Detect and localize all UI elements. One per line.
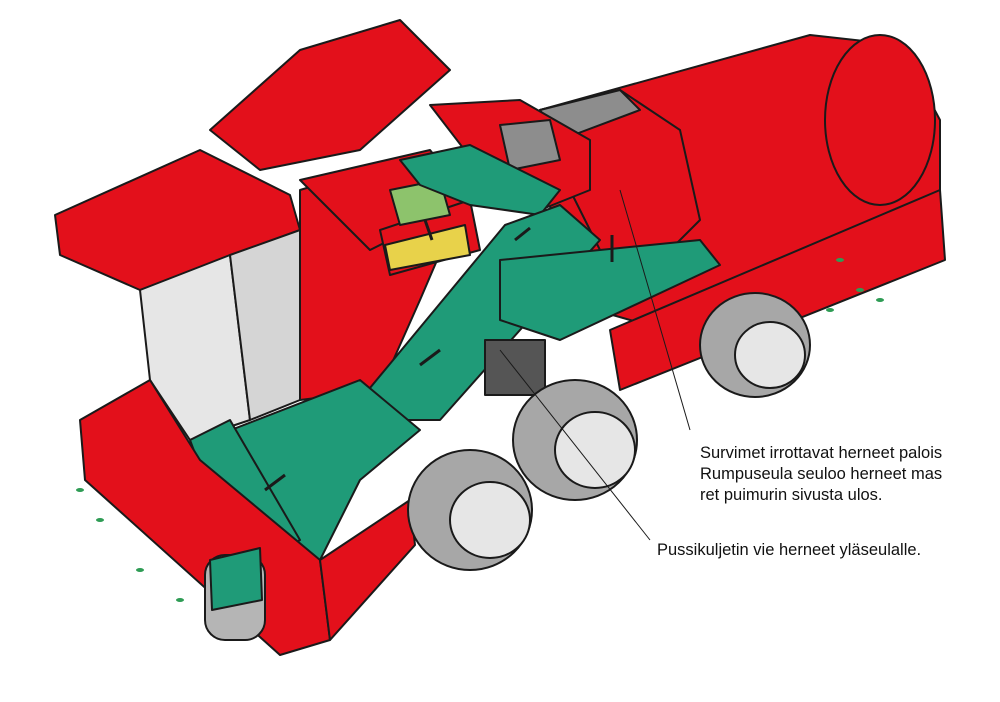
engine-block <box>484 339 546 396</box>
caption-line: Rumpuseula seuloo herneet mas <box>700 465 943 483</box>
leaves <box>76 258 884 602</box>
wheel-front <box>407 449 533 571</box>
caption-line: Survimet irrottavat herneet palois <box>700 444 943 462</box>
drum-sieve-caption: Survimet irrottavat herneet palois Rumpu… <box>700 443 942 506</box>
wheel-middle <box>512 379 638 501</box>
leader-line-conveyor <box>499 349 651 541</box>
flow-arrows <box>264 219 614 492</box>
caption-line: ret puimurin sivusta ulos. <box>700 486 883 504</box>
header-pickup <box>79 379 416 656</box>
leader-line-drum <box>619 189 691 431</box>
upper-sieve <box>379 99 591 276</box>
bag-conveyor-caption: Pussikuljetin vie herneet yläseulalle. <box>657 541 922 559</box>
wheel-rear <box>699 292 811 398</box>
